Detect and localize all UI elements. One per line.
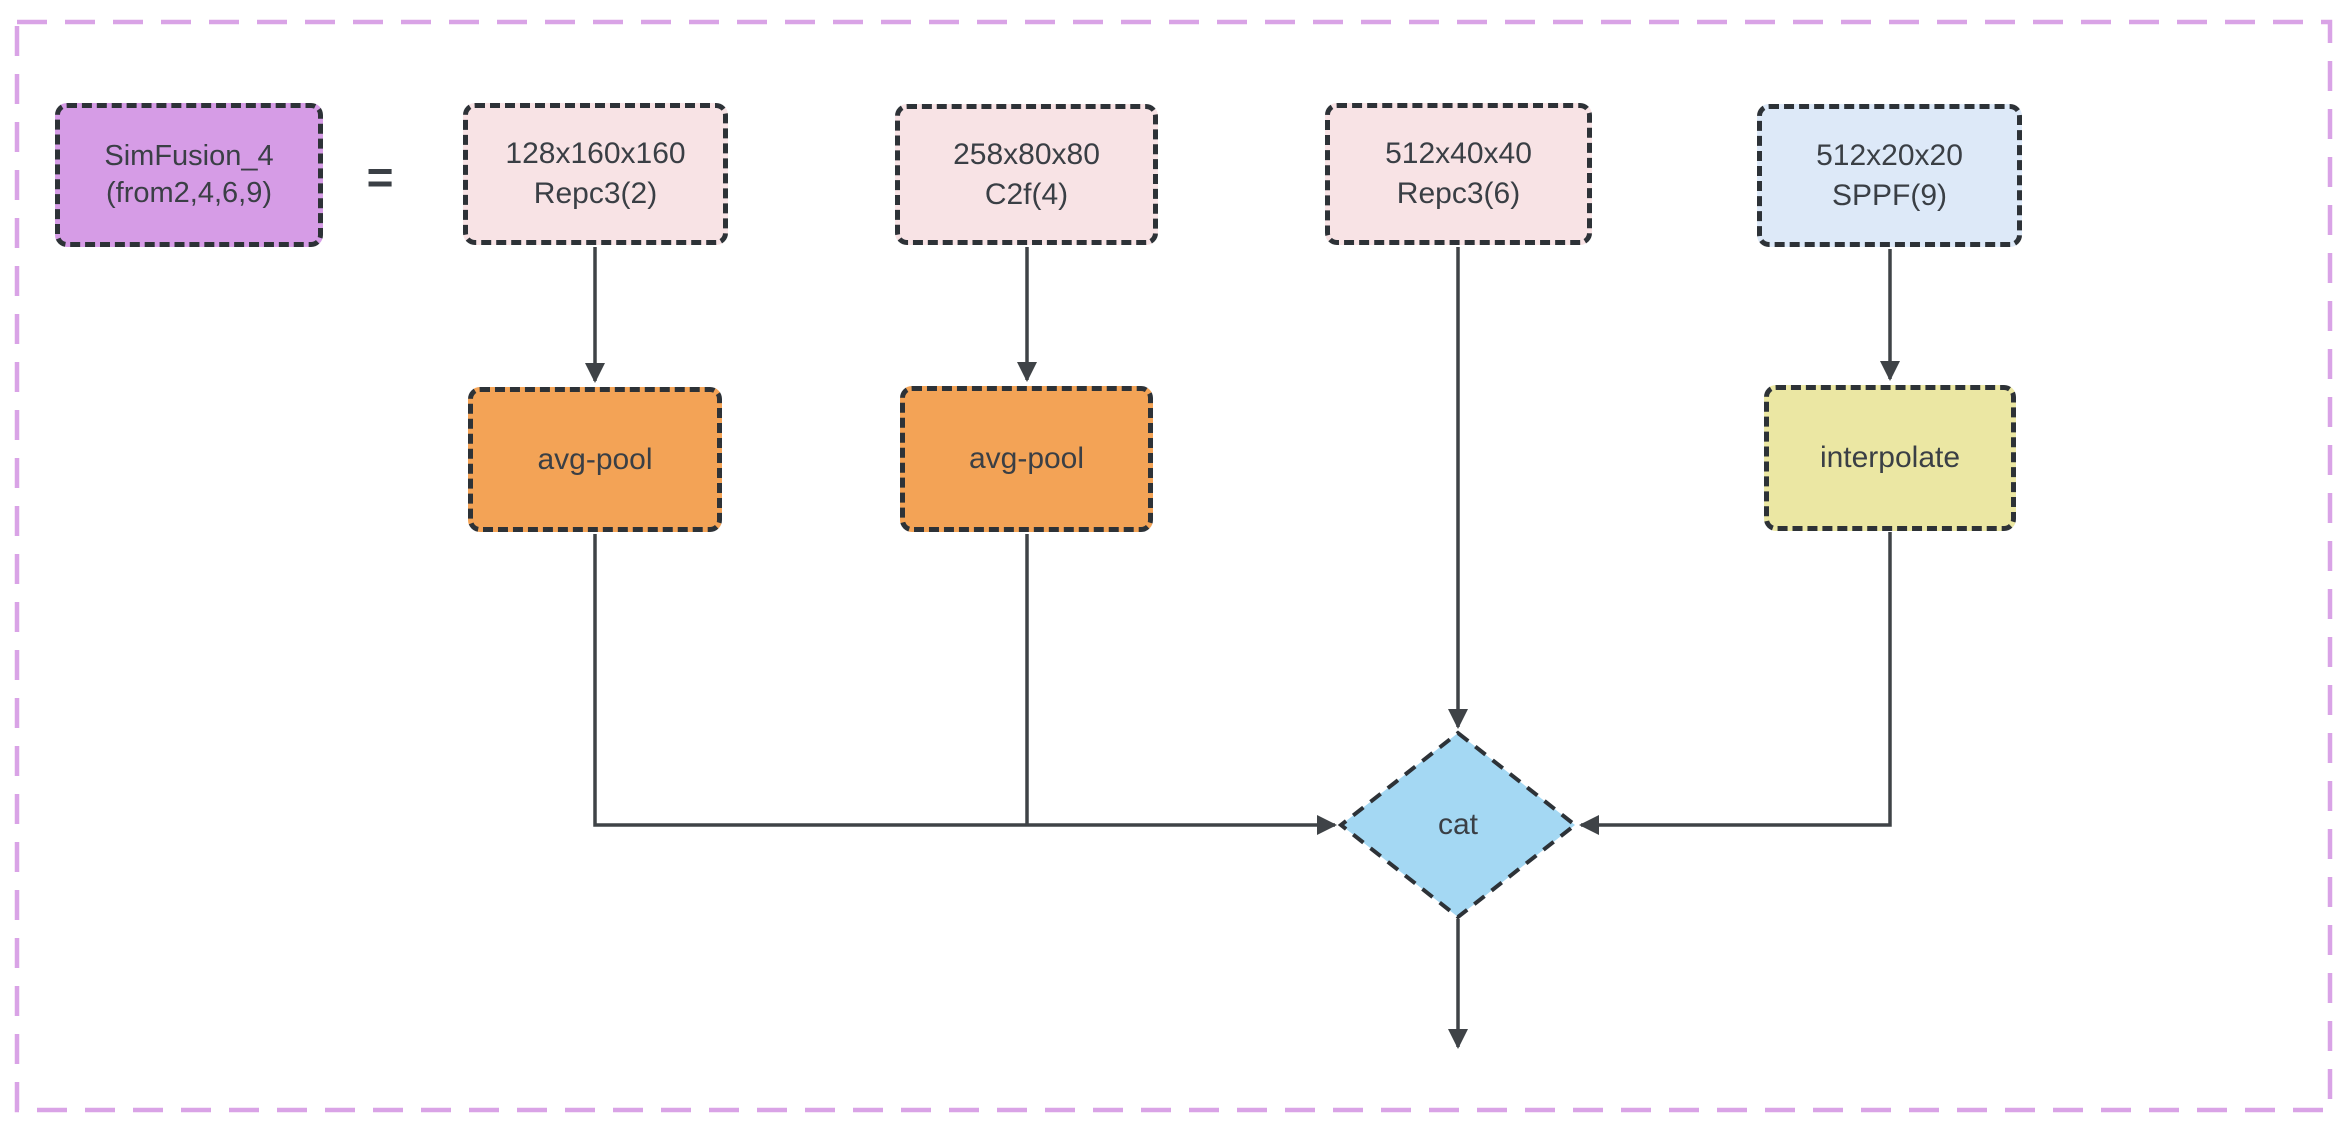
node-simfusion-4-line2: (from2,4,6,9) bbox=[106, 177, 272, 209]
equals-sign: = bbox=[366, 151, 394, 203]
node-repc3-2-label: Repc3(2) bbox=[533, 177, 658, 210]
node-simfusion-4-line1: SimFusion_4 bbox=[104, 140, 274, 172]
node-avgpool-2: avg-pool bbox=[900, 386, 1153, 532]
node-c2f-4-label: C2f(4) bbox=[984, 177, 1069, 211]
node-repc3-6-label: Repc3(6) bbox=[1396, 177, 1521, 210]
cat-node-label: cat bbox=[1437, 808, 1479, 841]
node-simfusion-4: SimFusion_4 (from2,4,6,9) bbox=[55, 103, 323, 247]
node-repc3-6: 512x40x40 Repc3(6) bbox=[1325, 103, 1592, 245]
arrow-interpolate-to-cat bbox=[1579, 532, 1892, 835]
node-interpolate: interpolate bbox=[1764, 385, 2016, 531]
node-repc3-2: 128x160x160 Repc3(2) bbox=[463, 103, 728, 245]
node-interpolate-label: interpolate bbox=[1819, 441, 1961, 474]
node-avgpool-1-label: avg-pool bbox=[537, 442, 653, 476]
node-repc3-2-shape: 128x160x160 bbox=[505, 137, 686, 170]
node-repc3-6-shape: 512x40x40 bbox=[1385, 137, 1532, 170]
node-c2f-4-shape: 258x80x80 bbox=[953, 137, 1100, 171]
node-sppf-9-shape: 512x20x20 bbox=[1816, 138, 1963, 172]
node-avgpool-1: avg-pool bbox=[468, 387, 722, 532]
node-avgpool-2-label: avg-pool bbox=[968, 442, 1085, 475]
node-sppf-9: 512x20x20 SPPF(9) bbox=[1757, 104, 2022, 247]
arrow-avgpool-1-to-cat bbox=[593, 534, 1337, 835]
node-sppf-9-label: SPPF(9) bbox=[1831, 178, 1948, 212]
node-c2f-4: 258x80x80 C2f(4) bbox=[895, 104, 1158, 245]
